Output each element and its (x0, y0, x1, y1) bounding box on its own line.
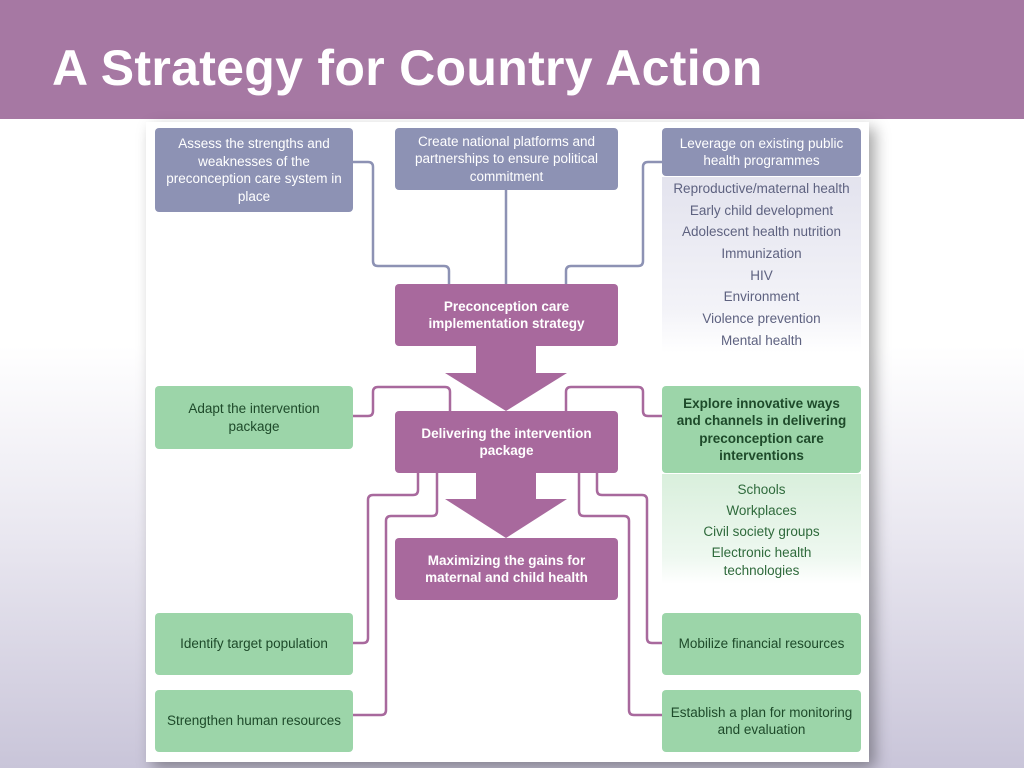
programme-item: Environment (723, 289, 800, 305)
programme-item: Reproductive/maternal health (673, 181, 850, 196)
assess-text: Assess the strengths and weaknesses of t… (166, 136, 342, 204)
connector-delivering-to-mobilize (595, 472, 662, 645)
identify-text: Identify target population (180, 636, 328, 652)
connector-leverage-to-strategy (564, 160, 662, 284)
channels-list: Schools Workplaces Civil society groups … (662, 474, 861, 584)
programme-item: Adolescent health nutrition (681, 224, 842, 240)
programme-item: Early child development (689, 202, 834, 218)
platforms-box: Create national platforms and partnershi… (395, 128, 618, 190)
programme-item: Violence prevention (702, 311, 821, 327)
slide-title: A Strategy for Country Action (52, 40, 763, 96)
programmes-list: Reproductive/maternal health Early child… (662, 177, 861, 353)
connector-explore-to-delivering (564, 385, 662, 418)
leverage-text: Leverage on existing public health progr… (679, 135, 844, 169)
channel-item: Civil society groups (703, 524, 820, 539)
connector-delivering-to-identify (353, 472, 420, 645)
establish-text: Establish a plan for monitoring and eval… (670, 704, 853, 738)
connector-adapt-to-delivering (353, 385, 452, 418)
programme-item: HIV (750, 267, 773, 283)
programme-item: Mental health (720, 332, 803, 348)
strengthen-box: Strengthen human resources (155, 690, 353, 752)
programme-item: Immunization (721, 246, 802, 262)
strengthen-text: Strengthen human resources (166, 713, 342, 729)
establish-box: Establish a plan for monitoring and eval… (662, 690, 861, 752)
leverage-box: Leverage on existing public health progr… (662, 128, 861, 176)
maximizing-box: Maximizing the gains for maternal and ch… (395, 538, 618, 600)
mobilize-text: Mobilize financial resources (678, 636, 845, 652)
adapt-text: Adapt the intervention package (188, 401, 320, 434)
channel-item: Workplaces (726, 503, 797, 518)
delivering-box: Delivering the intervention package (395, 411, 618, 473)
title-bar: A Strategy for Country Action (0, 0, 1024, 119)
arrow-strategy-to-delivering (445, 345, 567, 411)
maximizing-text: Maximizing the gains for maternal and ch… (425, 552, 588, 586)
strategy-text: Preconception care implementation strate… (428, 298, 585, 332)
connector-delivering-to-strengthen (353, 472, 439, 717)
assess-box: Assess the strengths and weaknesses of t… (155, 128, 353, 212)
explore-text: Explore innovative ways and channels in … (676, 395, 847, 464)
connector-delivering-to-establish (577, 472, 662, 717)
mobilize-box: Mobilize financial resources (662, 613, 861, 675)
strategy-box: Preconception care implementation strate… (395, 284, 618, 346)
arrow-delivering-to-maximizing (445, 472, 567, 538)
delivering-text: Delivering the intervention package (421, 425, 592, 459)
connector-assess-to-strategy (353, 160, 451, 284)
identify-box: Identify target population (155, 613, 353, 675)
platforms-text: Create national platforms and partnershi… (414, 133, 599, 184)
adapt-box: Adapt the intervention package (155, 386, 353, 449)
channel-item: Electronic health technologies (711, 545, 812, 578)
explore-box: Explore innovative ways and channels in … (662, 386, 861, 473)
channel-item: Schools (737, 482, 786, 497)
